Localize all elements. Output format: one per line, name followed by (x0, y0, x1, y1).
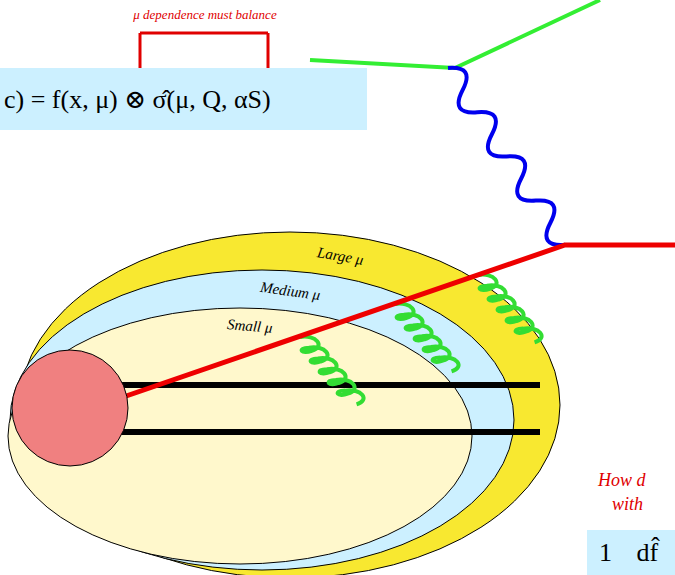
proton (12, 350, 128, 466)
spectator-quark (70, 429, 540, 435)
gluon (472, 268, 543, 348)
formula-text: 1 df̂ (599, 538, 658, 568)
struck-quark (100, 245, 675, 405)
formula-box: c) = f(x, μ) ⊗ σ̂(μ, Q, αS) (0, 68, 367, 130)
formula-box: 1 df̂ (587, 530, 675, 575)
annotation-note: μ dependence must balance (133, 8, 276, 22)
question-note: with (612, 495, 643, 515)
gluon (389, 297, 460, 377)
scale-label: Small μ (227, 316, 274, 336)
formula-text: c) = f(x, μ) ⊗ σ̂(μ, Q, αS) (4, 84, 271, 115)
small-scale-ellipse (8, 308, 472, 564)
gluon (294, 330, 365, 410)
lepton-line (310, 0, 600, 68)
spectator-quark (70, 382, 540, 388)
balance-bracket (140, 32, 268, 35)
question-note: How d (598, 471, 646, 491)
photon-line (448, 68, 565, 245)
